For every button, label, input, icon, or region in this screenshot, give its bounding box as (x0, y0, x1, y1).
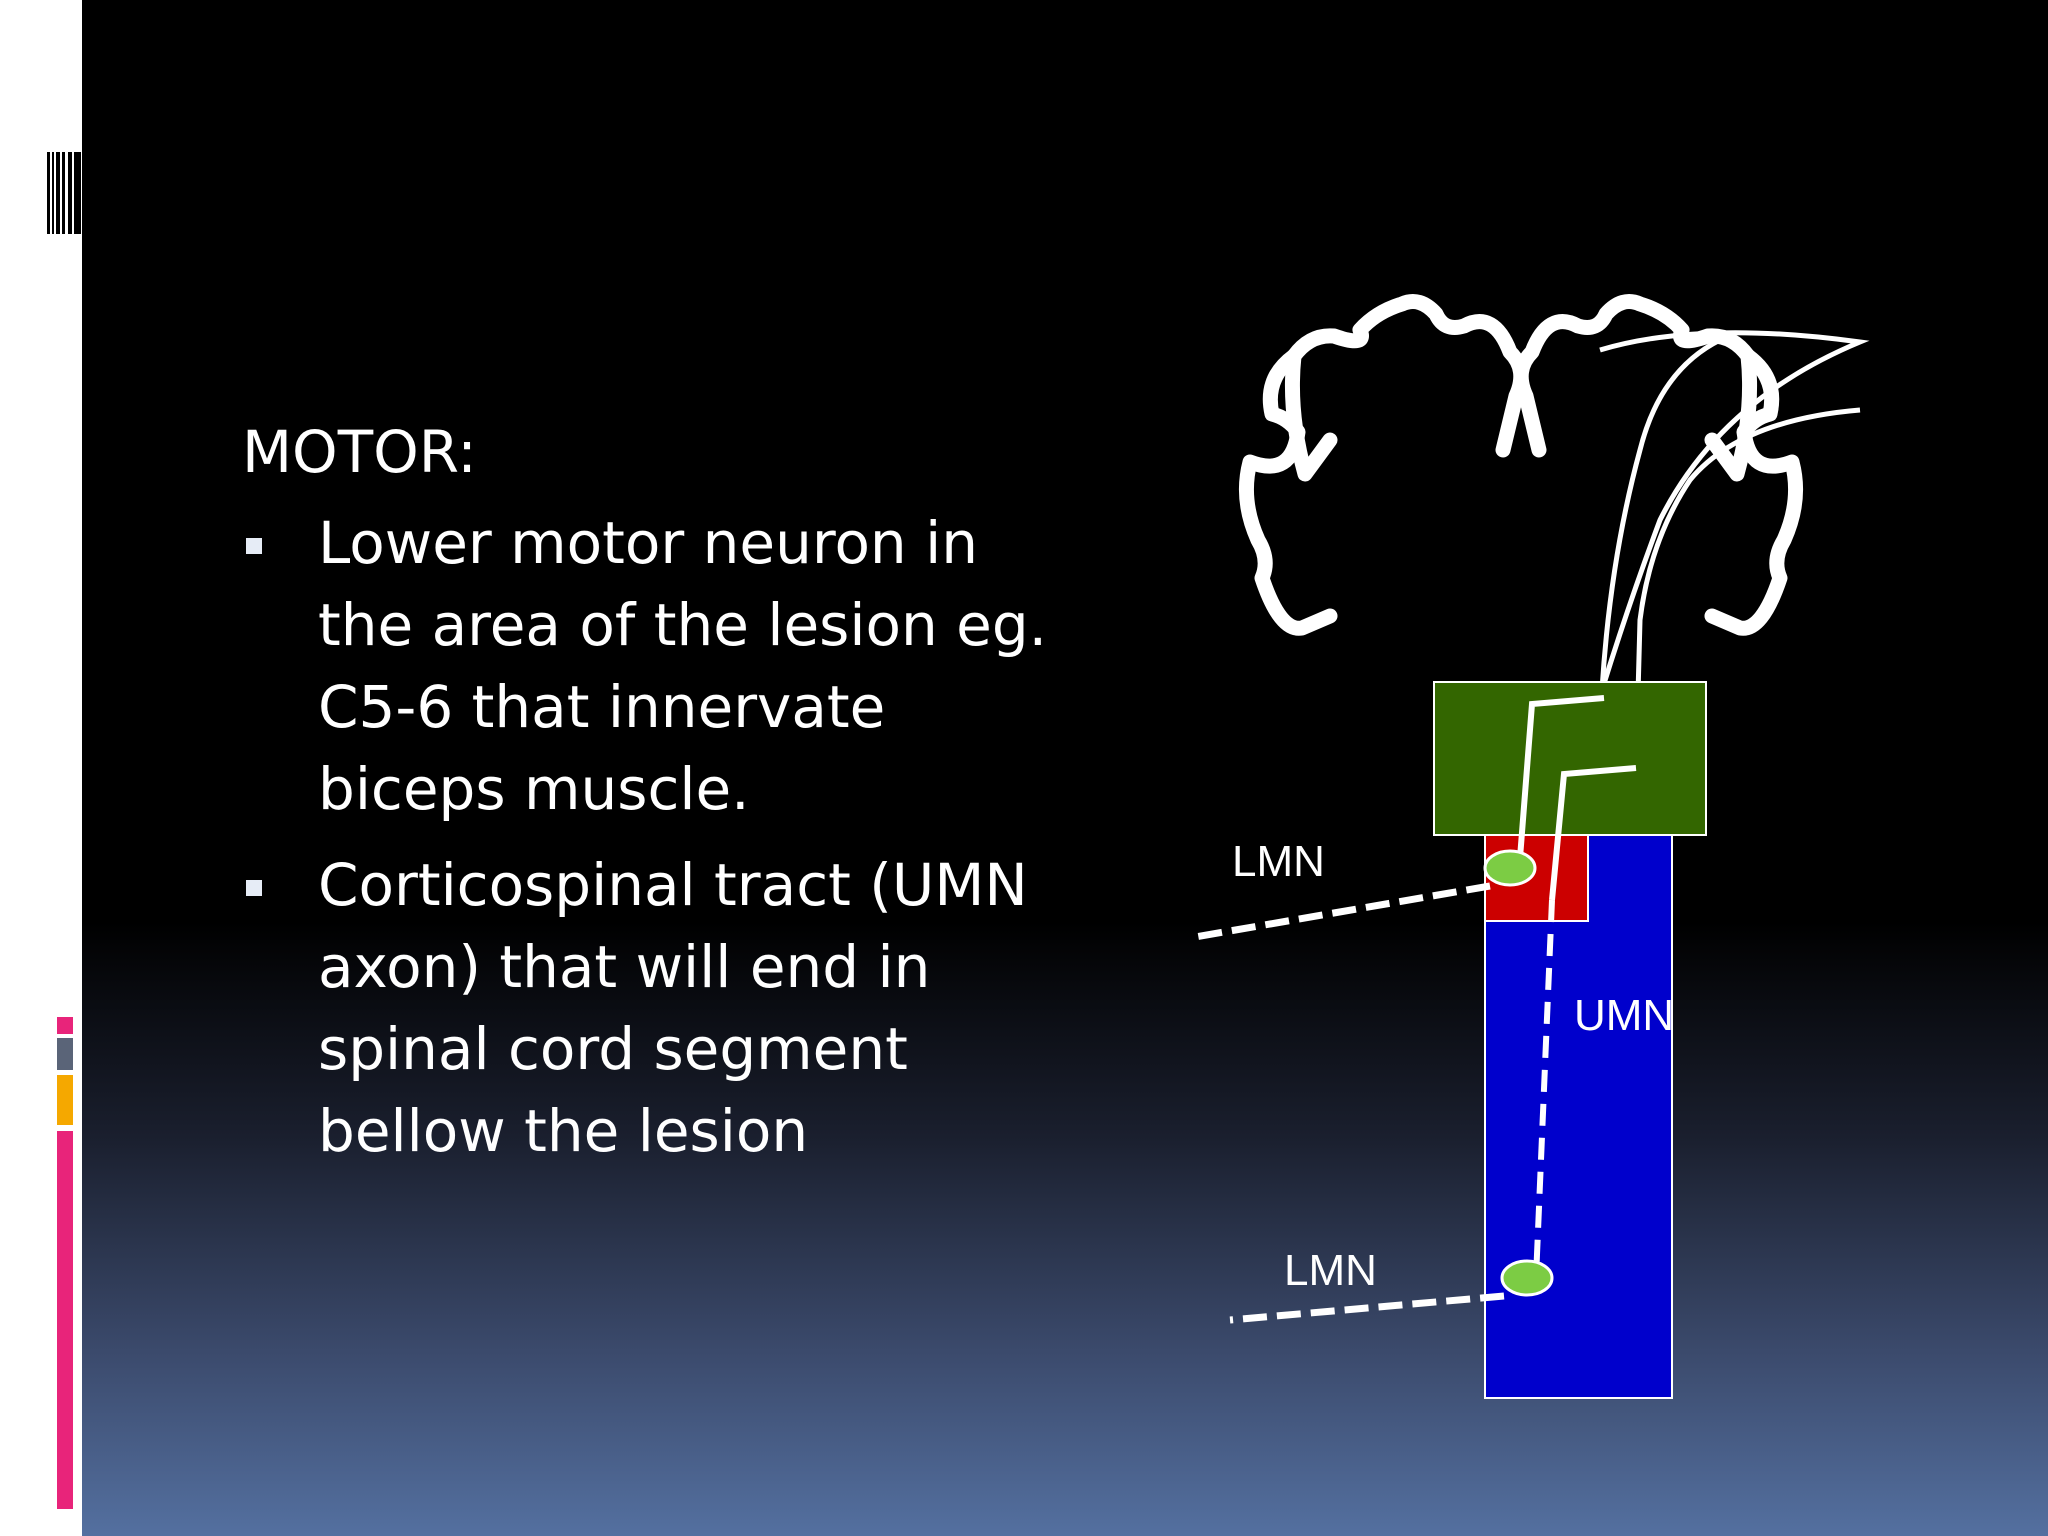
corticospinal-fiber-lateral (1599, 337, 1722, 691)
spinal-cord (1484, 834, 1673, 1399)
bullet-square-icon (246, 538, 262, 554)
left-hemisphere-outline (1284, 294, 1529, 482)
left-hemisphere-lower-outline (1238, 348, 1338, 636)
accent-bar-gray (57, 1038, 73, 1070)
decorative-vertical-lines (47, 152, 81, 234)
bullet-text: Lower motor neuron in the area of the le… (318, 509, 1048, 823)
accent-bar-pink (57, 1131, 73, 1509)
label-lmn-lower: LMN (1284, 1246, 1377, 1295)
upper-lmn-cell-body (1483, 849, 1537, 887)
umn-fiber-path-1 (1517, 695, 1605, 859)
lower-lmn-axon (1229, 1292, 1505, 1324)
accent-bar-pink-top (57, 1017, 73, 1034)
accent-bar-orange (57, 1075, 73, 1125)
right-hemisphere-outline (1513, 294, 1758, 482)
corticospinal-fiber-inner (1633, 407, 1861, 769)
umn-dashed-tract (1533, 899, 1555, 1279)
label-lmn-upper: LMN (1232, 837, 1325, 886)
bullet-square-icon (246, 880, 262, 896)
corticospinal-fiber-outer (1599, 330, 1870, 701)
label-umn: UMN (1574, 991, 1674, 1040)
upper-spinal-segment (1433, 681, 1707, 836)
slide-background (82, 0, 2048, 1536)
upper-lmn-axon (1194, 882, 1491, 941)
bullet-text: Corticospinal tract (UMN axon) that will… (318, 851, 1028, 1165)
bullet-item: Corticospinal tract (UMN axon) that will… (240, 844, 1060, 1172)
bullet-item: Lower motor neuron in the area of the le… (240, 502, 1060, 830)
right-hemisphere-lower-outline (1704, 348, 1804, 636)
lower-lmn-cell-body (1500, 1259, 1554, 1297)
slide-heading: MOTOR: (242, 418, 477, 486)
bullet-list: Lower motor neuron in the area of the le… (240, 502, 1060, 1172)
content-text: MOTOR: Lower motor neuron in the area of… (240, 410, 1060, 1186)
umn-fiber-path-2 (1549, 765, 1637, 901)
